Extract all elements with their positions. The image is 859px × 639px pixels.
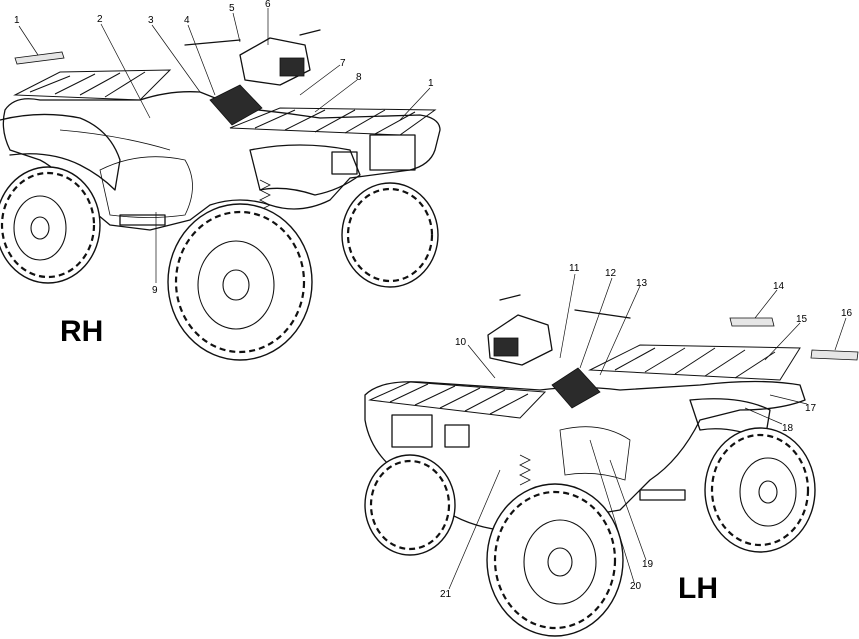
callout-numbers: 1 2 3 4 5 6 7 8 1 9 10 11 12 13 14 15 16… (14, 0, 853, 600)
callout-1-rear: 1 (14, 15, 20, 26)
decal-strip-1 (14, 51, 65, 65)
callout-14: 14 (773, 281, 785, 292)
callout-21: 21 (440, 589, 452, 600)
callout-2: 2 (97, 14, 103, 25)
callout-19: 19 (642, 559, 654, 570)
callout-1-front: 1 (428, 78, 434, 89)
callout-11: 11 (569, 263, 580, 274)
callout-10: 10 (455, 337, 467, 348)
atv-left-side-view (364, 294, 816, 637)
decal-strip-14 (729, 317, 775, 327)
callout-7: 7 (340, 58, 346, 69)
callout-4: 4 (184, 15, 190, 26)
view-label-lh: LH (678, 572, 718, 605)
callout-9: 9 (152, 285, 158, 296)
callout-17: 17 (805, 403, 817, 414)
callout-8: 8 (356, 72, 362, 83)
callout-13: 13 (636, 278, 648, 289)
view-label-rh: RH (60, 315, 103, 348)
callout-12: 12 (605, 268, 617, 279)
callout-5: 5 (229, 3, 235, 14)
callout-6: 6 (265, 0, 271, 10)
loose-decal-strips (14, 51, 859, 361)
leader-lines (18, 8, 847, 590)
atv-right-side-view (0, 29, 441, 361)
callout-3: 3 (148, 15, 154, 26)
callout-15: 15 (796, 314, 808, 325)
callout-20: 20 (630, 581, 642, 592)
callout-18: 18 (782, 423, 794, 434)
decal-strip-16 (810, 349, 859, 361)
callout-16: 16 (841, 308, 853, 319)
